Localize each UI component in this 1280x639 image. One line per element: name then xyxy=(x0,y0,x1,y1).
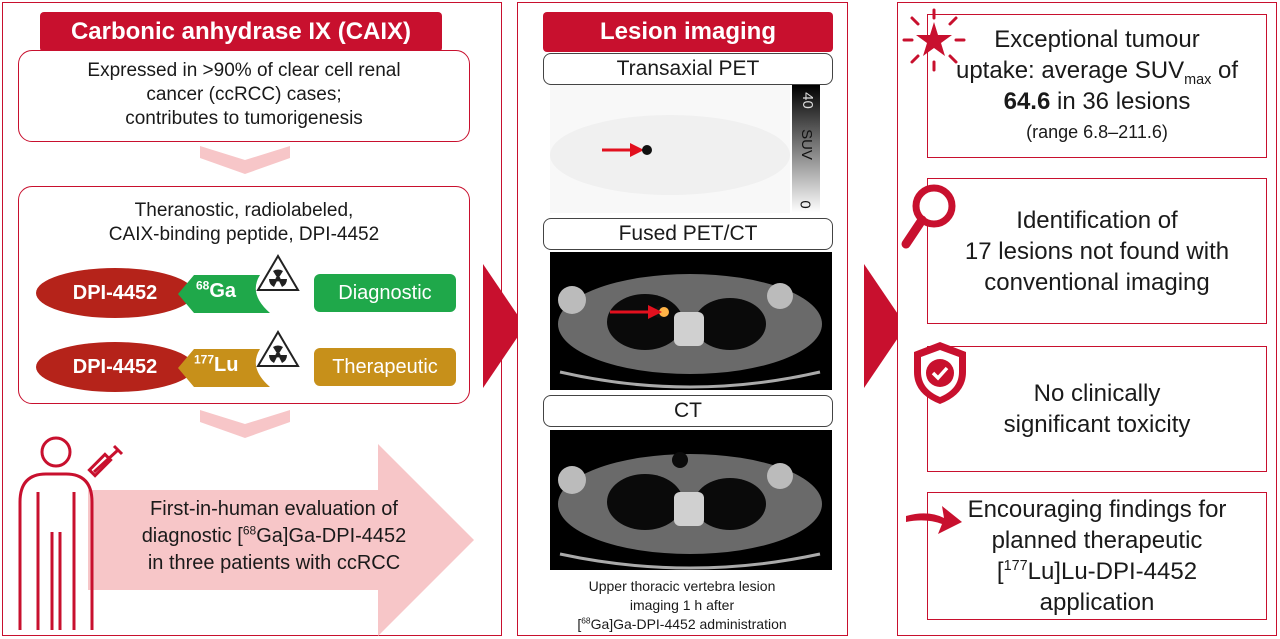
peptide-line-1: Theranostic, radiolabeled, xyxy=(134,200,354,221)
lu-symbol: Lu xyxy=(214,354,239,376)
lu177-tag-shape xyxy=(178,349,270,387)
ct-image xyxy=(550,430,832,570)
shield-check-icon xyxy=(914,342,966,404)
f4-line-2: planned therapeutic xyxy=(991,527,1203,554)
f1-line-3: 64.6 in 36 lesions xyxy=(1004,86,1191,117)
pointer-arrow xyxy=(610,305,662,319)
fused-pet-ct-image xyxy=(550,252,832,390)
f3-line-2: significant toxicity xyxy=(1003,411,1191,438)
finding-tumour-uptake: Exceptional tumour uptake: average SUVma… xyxy=(927,14,1267,158)
ga68-tag-shape xyxy=(178,275,270,313)
f1-line-2: uptake: average SUVmax of xyxy=(955,55,1238,88)
suv-min-label: 0 xyxy=(796,200,814,209)
eval-l2a: diagnostic [ xyxy=(141,525,243,547)
pointer-arrow xyxy=(602,143,644,157)
transaxial-pet-image xyxy=(550,85,790,213)
caix-line-1: Expressed in >90% of clear cell renal xyxy=(87,60,401,81)
eval-l2sup: 68 xyxy=(242,523,257,538)
ct-slice-graphic xyxy=(558,274,822,389)
eval-l2b: Ga]Ga-DPI-4452 xyxy=(256,525,407,547)
patient-icon xyxy=(18,436,124,630)
f2-line-2: 17 lesions not found with xyxy=(964,237,1230,265)
flow-arrow-2 xyxy=(864,264,906,388)
finding-lesion-identification: Identification of 17 lesions not found w… xyxy=(927,178,1267,324)
diagnostic-tag: Diagnostic xyxy=(314,274,456,312)
pet-lesion-dot xyxy=(642,145,652,155)
f4-line-1: Encouraging findings for xyxy=(967,496,1227,523)
transaxial-pet-label: Transaxial PET xyxy=(543,53,833,85)
ga-symbol: Ga xyxy=(209,280,237,302)
finding-therapeutic-outlook: Encouraging findings for planned therape… xyxy=(927,492,1267,620)
chevron-down-icon xyxy=(200,410,290,438)
f1-bold-value: 64.6 xyxy=(1003,88,1051,115)
caption-line-3: [68Ga]Ga-DPI-4452 administration xyxy=(577,615,787,632)
suv-unit-label: SUV xyxy=(797,129,815,160)
caix-line-2: cancer (ccRCC) cases; xyxy=(146,84,342,105)
f1-line-1: Exceptional tumour xyxy=(994,26,1200,53)
f3-line-1: No clinically xyxy=(1033,380,1161,407)
caix-header: Carbonic anhydrase IX (CAIX) xyxy=(40,12,442,52)
f1-l3: in 36 lesions xyxy=(1050,88,1191,115)
suv-max-label: 40 xyxy=(798,92,816,109)
f2-line-1: Identification of xyxy=(1016,206,1178,234)
f1-line-4: (range 6.8–211.6) xyxy=(1026,122,1168,142)
caix-line-3: contributes to tumorigenesis xyxy=(125,108,363,129)
starburst-icon xyxy=(902,8,966,72)
finding-toxicity: No clinically significant toxicity xyxy=(927,346,1267,472)
caption-l3: Ga]Ga-DPI-4452 administration xyxy=(590,616,787,632)
f1-l2sub: max xyxy=(1184,71,1212,88)
f2-line-3: conventional imaging xyxy=(984,268,1210,296)
imaging-caption: Upper thoracic vertebra lesion imaging 1… xyxy=(530,577,834,634)
suv-scale-labels: 40 SUV 0 xyxy=(797,88,819,212)
f1-l2b: of xyxy=(1211,57,1238,84)
flow-arrow-1 xyxy=(483,264,525,388)
peptide-name: DPI-4452 xyxy=(72,281,158,304)
f4-sup: 177 xyxy=(1003,558,1028,574)
pet-body-halo xyxy=(550,115,790,195)
curved-arrow-icon xyxy=(906,506,962,534)
radiation-icon xyxy=(256,254,300,291)
radiation-icon xyxy=(256,330,300,367)
evaluation-arrow xyxy=(88,444,474,636)
eval-line-2: diagnostic [68Ga]Ga-DPI-4452 xyxy=(104,523,444,550)
dpi-4452-diagnostic-pill: DPI-4452 xyxy=(36,268,194,318)
suv-scale-bar xyxy=(792,85,820,213)
dpi-4452-therapeutic-pill: DPI-4452 xyxy=(36,342,194,392)
caption-line-1: Upper thoracic vertebra lesion xyxy=(588,578,776,594)
f4-line-4: application xyxy=(1039,589,1155,616)
peptide-line-2: CAIX-binding peptide, DPI-4452 xyxy=(108,224,380,245)
eval-line-1: First-in-human evaluation of xyxy=(150,498,398,520)
lesion-imaging-header: Lesion imaging xyxy=(543,12,833,52)
ga68-isotope-label: 68Ga xyxy=(196,278,237,303)
peptide-name: DPI-4452 xyxy=(72,355,158,378)
caix-expression-box: Expressed in >90% of clear cell renal ca… xyxy=(18,50,470,142)
chevron-down-icon xyxy=(200,146,290,174)
therapeutic-tag: Therapeutic xyxy=(314,348,456,386)
fused-pet-ct-label: Fused PET/CT xyxy=(543,218,833,250)
lu-mass: 177 xyxy=(194,352,215,367)
magnifier-icon xyxy=(901,184,956,249)
evaluation-text: First-in-human evaluation of diagnostic … xyxy=(104,496,444,577)
f4-line-3: [177Lu]Lu-DPI-4452 xyxy=(996,558,1198,585)
caption-line-2: imaging 1 h after xyxy=(629,597,735,613)
f4-l3: Lu]Lu-DPI-4452 xyxy=(1027,558,1198,585)
ga-mass: 68 xyxy=(196,278,210,293)
caption-sup: 68 xyxy=(581,615,591,626)
f1-l2a: uptake: average SUV xyxy=(955,57,1185,84)
eval-line-3: in three patients with ccRCC xyxy=(147,552,401,574)
lu177-isotope-label: 177Lu xyxy=(194,352,239,377)
ct-label: CT xyxy=(543,395,833,427)
ct-slice-graphic xyxy=(558,452,822,570)
